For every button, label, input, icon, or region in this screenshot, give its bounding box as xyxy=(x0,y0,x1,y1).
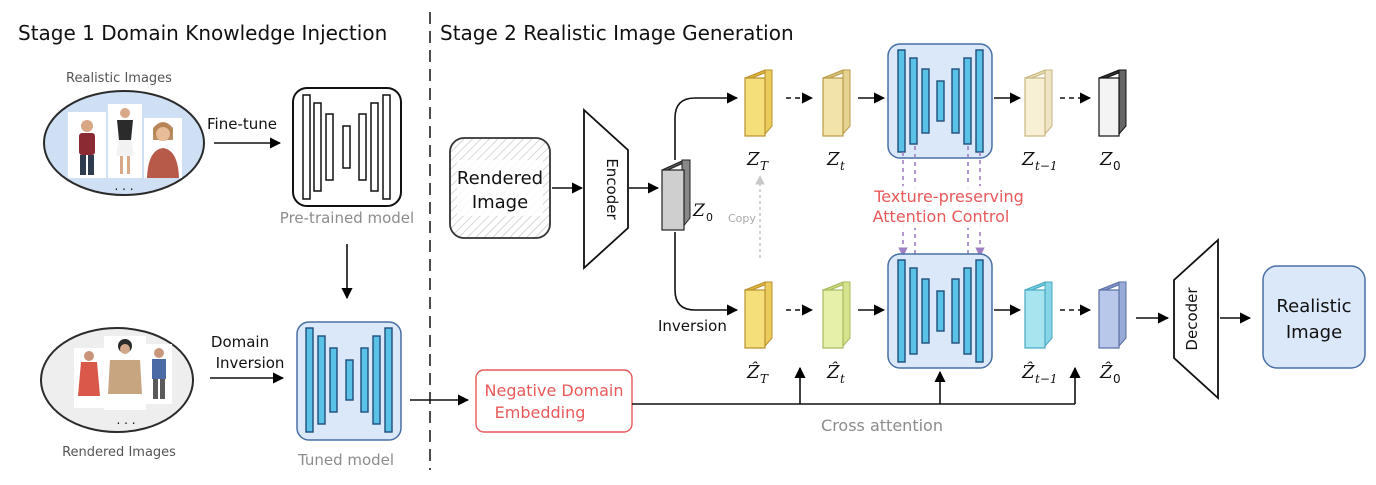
bottom-label-zt-sub: T xyxy=(760,372,769,386)
top-label-zt-sub: T xyxy=(760,159,769,173)
negative-embedding-label-1: Negative Domain xyxy=(485,381,624,400)
tuned-model xyxy=(296,321,402,441)
z0-latent-block xyxy=(661,159,691,231)
z0-to-bottom-branch xyxy=(674,232,739,316)
cross-attention-label: Cross attention xyxy=(821,416,943,435)
negative-embedding-label-2: Embedding xyxy=(495,403,586,422)
realistic-images-group xyxy=(43,90,205,196)
pretrained-model xyxy=(292,87,402,207)
decoder-trapezoid xyxy=(1173,237,1219,401)
encoder-trapezoid xyxy=(583,107,629,271)
bottom-label-zt1-sub: t−1 xyxy=(1035,372,1058,386)
rendered-image-box xyxy=(449,137,551,239)
rendered-image-label-2: Image xyxy=(472,192,528,213)
rendered-image-label-1: Rendered xyxy=(457,168,543,189)
bottom-latent-z0 xyxy=(1098,281,1127,349)
copy-label: Copy xyxy=(728,212,756,225)
top-label-zts-main: Z xyxy=(826,149,840,170)
stage2-title: Stage 2 Realistic Image Generation xyxy=(440,21,794,45)
domain-inversion-label-1: Domain xyxy=(211,333,269,351)
top-label-z0-sub: 0 xyxy=(1113,159,1121,173)
top-latent-zt-small xyxy=(822,69,851,137)
top-unet xyxy=(887,43,993,159)
z0-label-sub: 0 xyxy=(706,211,713,224)
realistic-image-box xyxy=(1262,265,1366,369)
top-latent-labels: Z T Z t Z t−1 Z 0 xyxy=(746,149,1121,173)
realistic-image-label-2: Image xyxy=(1286,322,1342,343)
negative-embedding-box xyxy=(475,369,633,433)
fine-tune-label: Fine-tune xyxy=(207,115,277,133)
bottom-unet xyxy=(887,253,993,369)
realistic-images-label: Realistic Images xyxy=(66,71,172,86)
encoder-label: Encoder xyxy=(603,158,621,220)
bottom-label-zt1-main: Ẑ xyxy=(1021,360,1035,383)
rendered-images-group xyxy=(40,327,194,433)
bottom-label-zts-sub: t xyxy=(840,372,845,386)
bottom-label-zts-main: Ẑ xyxy=(826,360,840,383)
top-label-zts-sub: t xyxy=(840,159,845,173)
bottom-label-z0-sub: 0 xyxy=(1113,372,1121,386)
bottom-latent-labels: Ẑ T Ẑ t Ẑ t−1 Ẑ 0 xyxy=(746,360,1121,386)
z0-to-top-branch xyxy=(674,92,739,160)
z0-label-main: Z xyxy=(692,201,706,221)
texture-label-bg xyxy=(864,186,1036,228)
inversion-label: Inversion xyxy=(658,317,727,335)
bottom-label-zt-main: Ẑ xyxy=(746,360,760,383)
top-label-zt1-sub: t−1 xyxy=(1035,159,1058,173)
top-label-zt-main: Z xyxy=(746,149,760,170)
top-latent-z0 xyxy=(1098,69,1127,137)
bottom-label-z0-main: Ẑ xyxy=(1099,360,1113,383)
realistic-image-label-1: Realistic xyxy=(1276,296,1351,317)
decoder-label: Decoder xyxy=(1183,287,1201,351)
texture-label-2: Attention Control xyxy=(873,207,1010,226)
realistic-ellipsis: . . . xyxy=(114,179,133,193)
cross-attention-lines xyxy=(632,366,1081,405)
rendered-images-label: Rendered Images xyxy=(62,445,176,460)
top-latent-zt-1 xyxy=(1024,69,1053,137)
tuned-label: Tuned model xyxy=(297,451,394,469)
rendered-ellipsis: . . . xyxy=(116,413,135,427)
pretrained-label: Pre-trained model xyxy=(280,209,414,227)
bottom-latent-zt xyxy=(744,281,773,349)
top-label-zt1-main: Z xyxy=(1021,149,1035,170)
stage1-title: Stage 1 Domain Knowledge Injection xyxy=(18,21,387,45)
domain-inversion-label-2: Inversion xyxy=(216,354,285,372)
texture-label-1: Texture-preserving xyxy=(873,187,1024,206)
bottom-latent-zt-small xyxy=(822,281,851,349)
bottom-latent-zt-1 xyxy=(1024,281,1053,349)
top-latent-zt xyxy=(744,69,773,137)
top-label-z0-main: Z xyxy=(1099,149,1113,170)
